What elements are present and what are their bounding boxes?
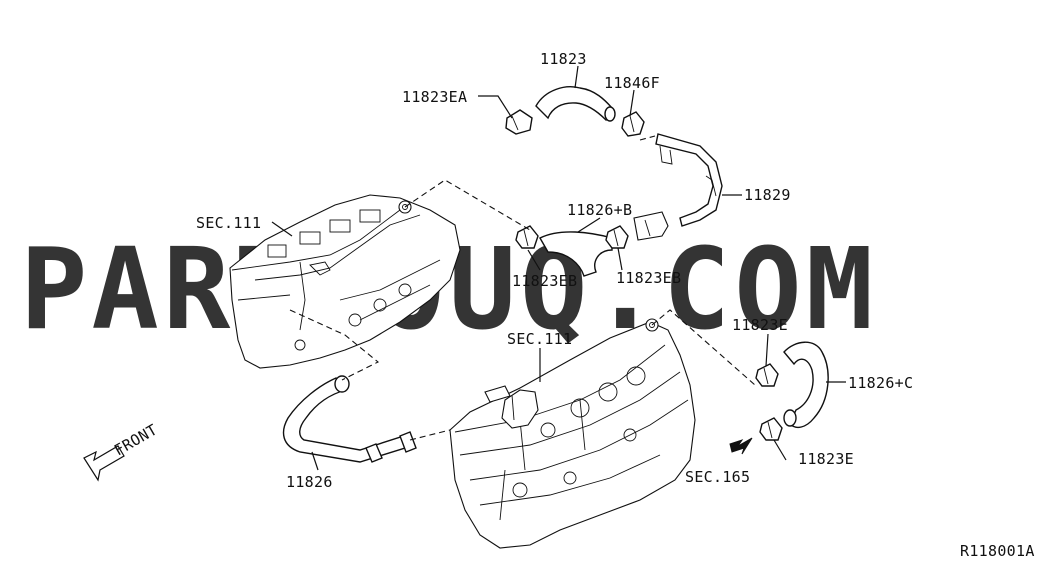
clamp-11823E-top (755, 363, 779, 387)
upper-cylinder-head (229, 194, 461, 369)
connection-dashed-lines (289, 135, 756, 441)
label-11826B: 11826+B (567, 201, 632, 219)
hose-11826C-end (783, 409, 797, 427)
label-11826C: 11826+C (848, 374, 913, 392)
tube-11829 (655, 133, 723, 227)
front-arrow-icon (83, 445, 125, 482)
label-11823EA: 11823EA (402, 88, 467, 106)
label-11823EB-right: 11823EB (616, 269, 681, 287)
clamp-11823EB-right (605, 225, 629, 249)
clamp-11823EB-left (515, 225, 539, 249)
lower-cylinder-head (449, 318, 696, 549)
clamp-11846F (621, 111, 645, 137)
label-11823EB-left: 11823EB (512, 272, 577, 290)
label-11823E-bottom: 11823E (798, 450, 854, 468)
label-11829: 11829 (744, 186, 791, 204)
label-11823: 11823 (540, 50, 587, 68)
clamp-11823EA (505, 109, 533, 135)
label-11823E-top: 11823E (732, 316, 788, 334)
hose-11823 (535, 86, 613, 122)
label-sec165: SEC.165 (685, 468, 750, 486)
hose-11826B (539, 231, 613, 277)
label-sec111-upper: SEC.111 (196, 214, 261, 232)
leader-lines (271, 65, 846, 471)
label-11826: 11826 (286, 473, 333, 491)
label-11846F: 11846F (604, 74, 660, 92)
front-label: FRONT (111, 421, 160, 460)
hose-11823-end (604, 106, 616, 122)
clamp-11823E-bottom (759, 417, 783, 441)
sec165-arrow-icon (729, 437, 753, 455)
label-sec111-lower: SEC.111 (507, 330, 572, 348)
hose-11826C (783, 341, 829, 429)
tube-11829-bracket (633, 211, 669, 241)
diagram-code: R118001A (960, 542, 1035, 560)
